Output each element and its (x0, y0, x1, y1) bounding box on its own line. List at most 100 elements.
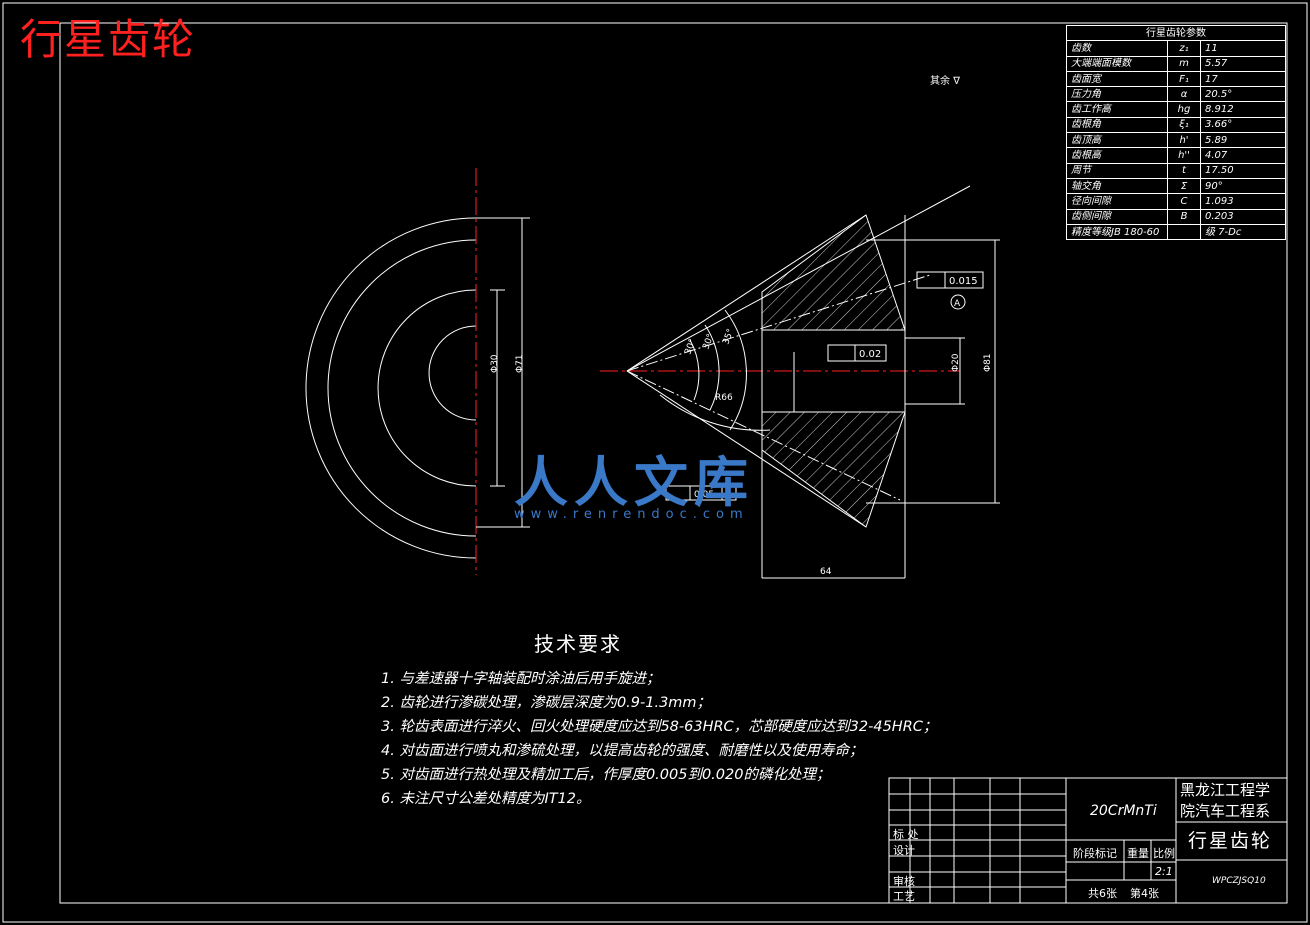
section-view (600, 185, 1000, 579)
roughness-note: 其余 ∇ (930, 72, 960, 87)
tolerance-frame-1 (916, 271, 984, 289)
params-cell-name: 齿根角 (1066, 116, 1168, 134)
tech-item: 5. 对齿面进行热处理及精加工后，作厚度0.005到0.020的磷化处理； (381, 767, 831, 783)
params-cell-val: 5.89 (1200, 132, 1286, 149)
params-cell-sym: m (1167, 55, 1201, 72)
params-cell-sym: t (1167, 162, 1201, 179)
tech-requirements-list: 1. 与差速器十字轴装配时涂油后用手旋进； 2. 齿轮进行渗碳处理，渗碳层深度为0… (381, 667, 937, 811)
params-cell-name: 大端端面模数 (1066, 55, 1168, 72)
params-cell-sym: h' (1167, 132, 1201, 149)
scale-label: 比例 (1153, 847, 1175, 860)
params-header: 行星齿轮参数 (1066, 24, 1286, 42)
dim-d30: Φ30 (490, 354, 500, 373)
params-cell-name: 齿根高 (1066, 147, 1168, 164)
params-cell-sym: C (1167, 193, 1201, 210)
params-cell-sym: F₁ (1167, 70, 1201, 88)
params-cell-val: 3.66° (1200, 116, 1286, 134)
tech-item: 4. 对齿面进行喷丸和渗硫处理，以提高齿轮的强度、耐磨性以及使用寿命； (381, 743, 864, 759)
params-cell-val: 20.5° (1200, 86, 1286, 103)
params-cell-name: 齿侧间隙 (1066, 208, 1168, 225)
tol-1-value: 0.015 (949, 276, 978, 287)
front-view (305, 168, 530, 575)
params-cell-val: 11 (1200, 40, 1286, 57)
tolerance-frame-3 (665, 485, 737, 501)
total-sheets: 共6张 (1088, 887, 1117, 900)
tol-2-value: 0.02 (859, 349, 881, 360)
params-cell-val: 90° (1200, 177, 1286, 195)
params-cell-val: 5.57 (1200, 55, 1286, 72)
sheet-number: 第4张 (1130, 887, 1159, 900)
part-name: 行星齿轮 (1188, 830, 1273, 852)
params-cell-name: 轴交角 (1066, 177, 1168, 195)
params-cell-val: 17.50 (1200, 162, 1286, 179)
datum-label: A (954, 299, 961, 309)
scale-value: 2:1 (1155, 865, 1173, 878)
params-cell-val: 级 7-Dc (1200, 223, 1286, 241)
params-cell-sym (1167, 223, 1201, 241)
main-title: 行星齿轮 (20, 15, 197, 64)
process-label: 工艺 (893, 890, 915, 903)
params-cell-name: 周节 (1066, 162, 1168, 179)
inner-frame (59, 22, 1288, 904)
datum-symbol (950, 294, 966, 310)
dim-d71: Φ71 (515, 354, 525, 373)
dim-d20: Φ20 (951, 353, 961, 372)
params-cell-sym: h'' (1167, 147, 1201, 164)
school-name: 黑龙江工程学院汽车工程系 (1180, 781, 1271, 820)
params-cell-val: 1.093 (1200, 193, 1286, 210)
params-cell-name: 齿顶高 (1066, 132, 1168, 149)
dim-d81: Φ81 (983, 353, 993, 372)
tech-item: 1. 与差速器十字轴装配时涂油后用手旋进； (381, 671, 661, 687)
params-header-row: 行星齿轮参数 (1066, 24, 1286, 42)
params-cell-sym: z₁ (1167, 40, 1201, 57)
params-cell-sym: hg (1167, 101, 1201, 118)
params-cell-val: 17 (1200, 70, 1286, 88)
roughness-icon: ∇ (953, 76, 960, 87)
params-cell-name: 齿工作高 (1066, 101, 1168, 118)
tech-item: 3. 轮齿表面进行淬火、回火处理硬度应达到58-63HRC，芯部硬度应达到32-… (381, 719, 938, 735)
mark-label: 标 处 (893, 828, 919, 841)
params-cell-val: 4.07 (1200, 147, 1286, 164)
roughness-label: 其余 (930, 76, 950, 87)
weight-label: 重量 (1127, 847, 1149, 860)
drawing-number: WPCZJSQ10 (1212, 876, 1266, 886)
tech-item: 2. 齿轮进行渗碳处理，渗碳层深度为0.9-1.3mm； (381, 695, 712, 711)
tolerance-frame-2 (827, 344, 887, 362)
tech-item: 6. 未注尺寸公差处精度为IT12。 (381, 791, 591, 807)
params-cell-sym: Σ (1167, 177, 1201, 195)
params-cell-val: 0.203 (1200, 208, 1286, 225)
params-cell-name: 齿数 (1066, 40, 1168, 57)
stage-mark-label: 阶段标记 (1073, 847, 1117, 860)
title-block (888, 777, 1288, 904)
tol-3-value: 0.05 (694, 490, 714, 500)
tol-3-datum: A (726, 490, 733, 500)
checker-label: 审核 (893, 875, 915, 888)
params-row: 精度等级JB 180-60 级 7-Dc (1066, 223, 1286, 241)
angle-2: 30° (701, 333, 716, 351)
angle-3: 35° (721, 328, 736, 346)
params-cell-name: 压力角 (1066, 86, 1168, 103)
params-cell-sym: α (1167, 86, 1201, 103)
params-cell-name: 径向间隙 (1066, 193, 1168, 210)
material: 20CrMnTi (1090, 803, 1157, 819)
tech-title: 技术要求 (534, 632, 622, 656)
params-cell-name: 精度等级JB 180-60 (1066, 223, 1168, 241)
dim-r66: R66 (715, 393, 733, 403)
params-cell-val: 8.912 (1200, 101, 1286, 118)
params-cell-sym: B (1167, 208, 1201, 225)
